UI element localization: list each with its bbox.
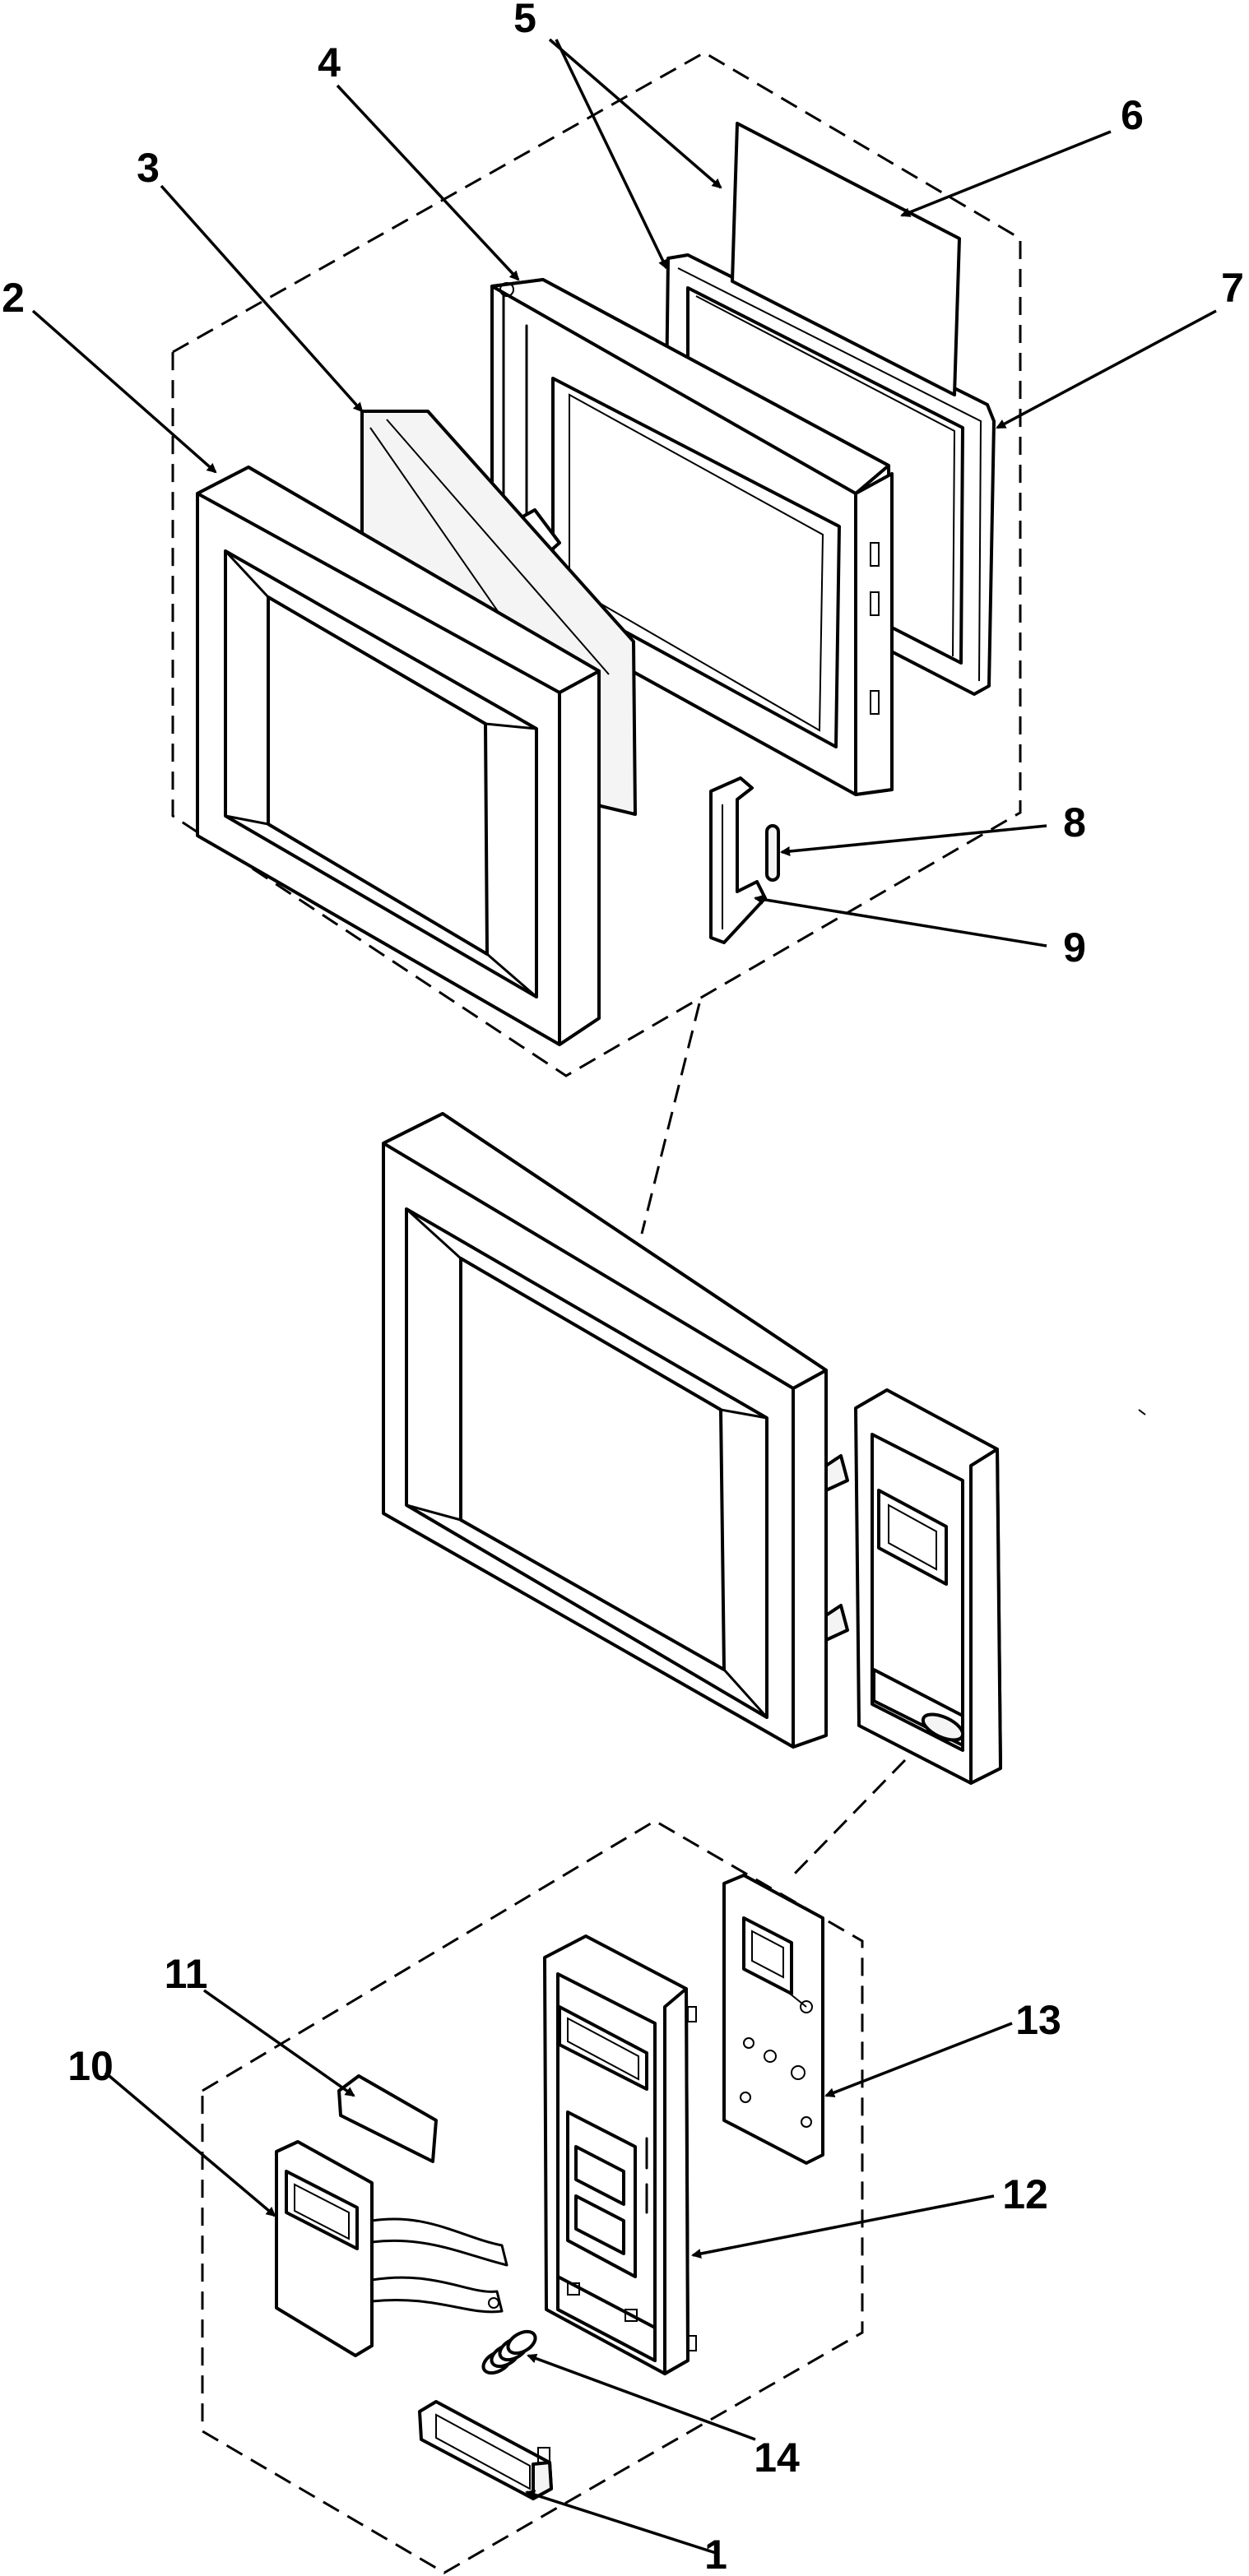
- callout-10: 10: [67, 2043, 114, 2089]
- callout-9: 9: [1063, 924, 1086, 971]
- part-10-membrane-keypad: [275, 2140, 508, 2357]
- control-group-enclosure: [201, 1819, 864, 2574]
- callout-6: 6: [1121, 92, 1144, 138]
- callout-11: 11: [165, 1951, 208, 1997]
- assembled-control-panel: [854, 1388, 1002, 1785]
- part-2-outer-door: [196, 466, 601, 1046]
- leader-lines: [31, 38, 1217, 2555]
- part-4-inner-door: [490, 278, 894, 796]
- part-9-latch-hook: [709, 776, 767, 944]
- callout-3: 3: [137, 145, 160, 191]
- callout-7: 7: [1221, 265, 1244, 311]
- callout-14: 14: [754, 2435, 800, 2481]
- part-12-control-housing: [543, 1934, 697, 2375]
- part-1-door-button: [418, 2400, 553, 2500]
- part-14-spring: [481, 2329, 537, 2375]
- part-11-display-window: [337, 2074, 438, 2163]
- callout-1: 1: [704, 2532, 727, 2576]
- door-group-enclosure: [171, 51, 1022, 1077]
- assembled-door: [382, 1112, 849, 1749]
- upper-group-connector: [640, 1003, 701, 1235]
- stray-mark: [1138, 1409, 1146, 1415]
- callout-2: 2: [2, 275, 25, 321]
- callout-4: 4: [318, 39, 341, 86]
- part-8-latch-pin: [765, 824, 780, 882]
- callout-8: 8: [1063, 799, 1086, 846]
- callout-12: 12: [1002, 2171, 1048, 2217]
- control-group-connector: [788, 1758, 907, 1880]
- callout-13: 13: [1015, 1997, 1061, 2043]
- part-6-window-film: [731, 122, 961, 396]
- part-13-control-pcb: [722, 1874, 824, 2165]
- callout-5: 5: [513, 0, 536, 41]
